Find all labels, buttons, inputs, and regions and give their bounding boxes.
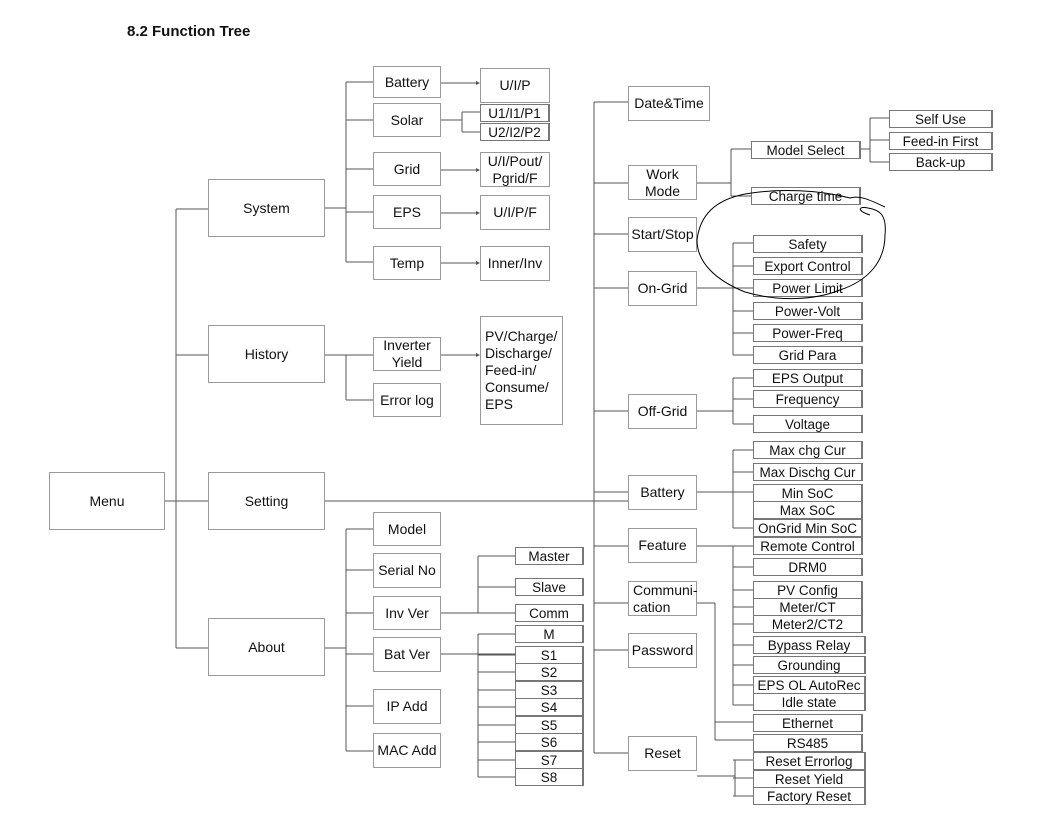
system-solar-val2-node: U2/I2/P2	[480, 123, 550, 141]
system-temp-node: Temp	[373, 246, 441, 280]
about-inv-ver-items-1-node: Slave	[515, 578, 584, 596]
about-inv-ver-node: Inv Ver	[373, 596, 441, 630]
setting-work-mode-items-0-node: Model Select	[751, 141, 861, 159]
system-solar-val1-node: U1/I1/P1	[480, 104, 550, 122]
about-model-node: Model	[373, 512, 441, 546]
menu-node: Menu	[49, 472, 165, 530]
history-yield-val-node: PV/Charge/ Discharge/ Feed-in/ Consume/ …	[480, 316, 563, 425]
setting-battery-items-0-node: Max chg Cur	[753, 441, 863, 459]
level1-setting-node: Setting	[208, 472, 325, 530]
setting-battery-items-2-node: Min SoC	[753, 484, 863, 502]
system-grid-node: Grid	[373, 152, 441, 186]
setting-communication-items-1-node: RS485	[753, 734, 863, 752]
setting-feature-items-5-node: Bypass Relay	[753, 636, 866, 654]
about-bat-ver-items-8-node: S8	[515, 768, 584, 786]
about-bat-ver-items-4-node: S4	[515, 698, 584, 716]
setting-feature-items-0-node: Remote Control	[753, 537, 863, 555]
about-ip-add-node: IP Add	[373, 689, 441, 724]
setting-feature-items-2-node: PV Config	[753, 581, 863, 599]
about-bat-ver-items-3-node: S3	[515, 681, 584, 699]
setting-battery-node: Battery	[628, 475, 697, 510]
about-serial-no-node: Serial No	[373, 553, 441, 588]
setting-on-grid-items-1-node: Export Control	[753, 257, 863, 275]
setting-reset-items-2-node: Factory Reset	[753, 787, 866, 805]
about-bat-ver-items-6-node: S6	[515, 733, 584, 751]
setting-off-grid-node: Off-Grid	[628, 394, 697, 429]
setting-on-grid-items-4-node: Power-Freq	[753, 324, 863, 342]
arrow-head-icon	[476, 81, 480, 85]
setting-work-mode-items-1-node: Charge time	[751, 187, 861, 205]
section-title: 8.2 Function Tree	[127, 23, 251, 40]
setting-off-grid-items-2-node: Voltage	[753, 415, 863, 433]
setting-on-grid-node: On-Grid	[628, 271, 697, 306]
history-inverter-yield-node: Inverter Yield	[373, 337, 441, 371]
setting-reset-items-1-node: Reset Yield	[753, 770, 866, 788]
setting-reset-items-0-node: Reset Errorlog	[753, 752, 866, 770]
setting-work-mode-node: Work Mode	[628, 165, 697, 200]
arrow-head-icon	[476, 168, 480, 172]
arrow-head-icon	[476, 211, 480, 215]
about-bat-ver-items-1-node: S1	[515, 646, 584, 664]
about-bat-ver-items-0-node: M	[515, 625, 584, 643]
setting-battery-items-4-node: OnGrid Min SoC	[753, 519, 863, 537]
setting-model-select-items-2-node: Back-up	[889, 153, 993, 171]
level1-about-node: About	[208, 618, 325, 676]
setting-feature-items-8-node: Idle state	[753, 693, 866, 711]
about-inv-ver-items-0-node: Master	[515, 547, 584, 565]
setting-feature-items-1-node: DRM0	[753, 558, 863, 576]
setting-off-grid-items-1-node: Frequency	[753, 390, 863, 408]
about-bat-ver-items-7-node: S7	[515, 751, 584, 769]
setting-feature-items-3-node: Meter/CT	[753, 598, 863, 616]
level1-history-node: History	[208, 325, 325, 383]
system-eps-node: EPS	[373, 195, 441, 229]
setting-communication-node: Communi- cation	[628, 581, 698, 616]
about-mac-add-node: MAC Add	[373, 733, 441, 768]
setting-feature-items-7-node: EPS OL AutoRec	[753, 676, 866, 694]
setting-model-select-items-1-node: Feed-in First	[889, 132, 993, 150]
setting-reset-node: Reset	[628, 736, 697, 771]
system-eps-val-node: U/I/P/F	[480, 195, 550, 230]
setting-off-grid-items-0-node: EPS Output	[753, 369, 863, 387]
setting-date-time-node: Date&Time	[628, 86, 710, 121]
setting-on-grid-items-5-node: Grid Para	[753, 346, 863, 364]
system-solar-node: Solar	[373, 103, 441, 137]
setting-battery-items-1-node: Max Dischg Cur	[753, 463, 863, 481]
level1-system-node: System	[208, 179, 325, 237]
setting-model-select-items-0-node: Self Use	[889, 110, 993, 128]
system-grid-val-node: U/I/Pout/ Pgrid/F	[480, 152, 550, 187]
arrow-head-icon	[476, 261, 480, 265]
setting-start-stop-node: Start/Stop	[628, 217, 697, 252]
arrow-head-icon	[476, 353, 480, 357]
system-temp-val-node: Inner/Inv	[480, 246, 550, 281]
setting-on-grid-items-2-node: Power Limit	[753, 279, 863, 297]
about-bat-ver-node: Bat Ver	[373, 637, 441, 672]
about-bat-ver-items-2-node: S2	[515, 663, 584, 681]
about-inv-ver-items-2-node: Comm	[515, 604, 584, 622]
about-bat-ver-items-5-node: S5	[515, 716, 584, 734]
setting-feature-node: Feature	[628, 528, 697, 563]
system-battery-val-node: U/I/P	[480, 68, 550, 103]
setting-communication-items-0-node: Ethernet	[753, 714, 863, 732]
system-battery-node: Battery	[373, 66, 441, 98]
history-error-log-node: Error log	[373, 383, 441, 417]
setting-feature-items-4-node: Meter2/CT2	[753, 615, 863, 633]
setting-on-grid-items-3-node: Power-Volt	[753, 302, 863, 320]
setting-battery-items-3-node: Max SoC	[753, 501, 863, 519]
setting-password-node: Password	[628, 633, 697, 668]
setting-feature-items-6-node: Grounding	[753, 656, 866, 674]
setting-on-grid-items-0-node: Safety	[753, 235, 863, 253]
